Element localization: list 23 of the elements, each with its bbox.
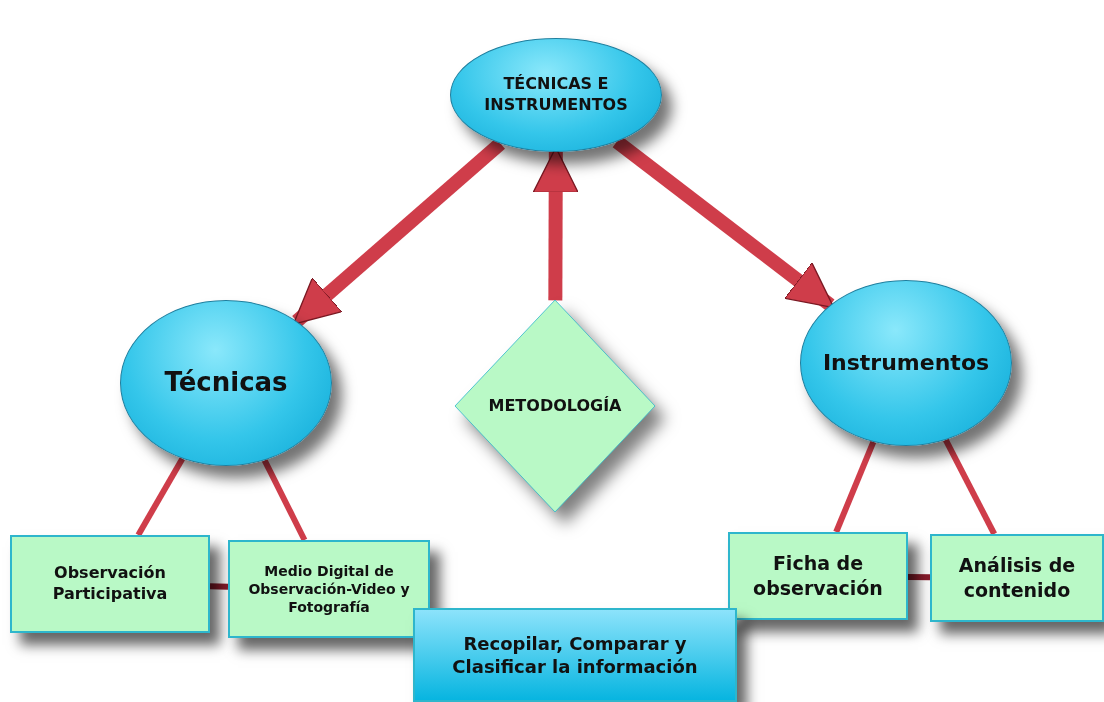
process-box [228,540,430,638]
node-label: TÉCNICAS E INSTRUMENTOS [484,74,628,116]
node-label: METODOLOGÍA [488,395,622,417]
connector-line [943,438,997,536]
node-label: Ficha de observación [752,551,884,601]
connector-line [261,458,308,542]
connector-line [833,440,877,534]
node-label: Instrumentos [822,348,990,377]
arrow [292,138,505,327]
process-box [930,534,1104,622]
process-box [413,608,737,702]
node-label: Análisis de contenido [957,553,1077,603]
node-label: Observación Participativa [51,563,169,605]
process-box [728,532,908,620]
connector-line [135,457,185,537]
decision-diamond [455,300,655,512]
node-label: Recopilar, Comparar y Clasificar la información [451,631,699,679]
connector-line [209,583,229,590]
process-box [10,535,210,633]
arrow [612,136,835,311]
connector-line [907,573,931,581]
node-label: Técnicas [164,366,288,400]
node-label: Medio Digital de Observación-Video y Fotografía [247,561,411,617]
